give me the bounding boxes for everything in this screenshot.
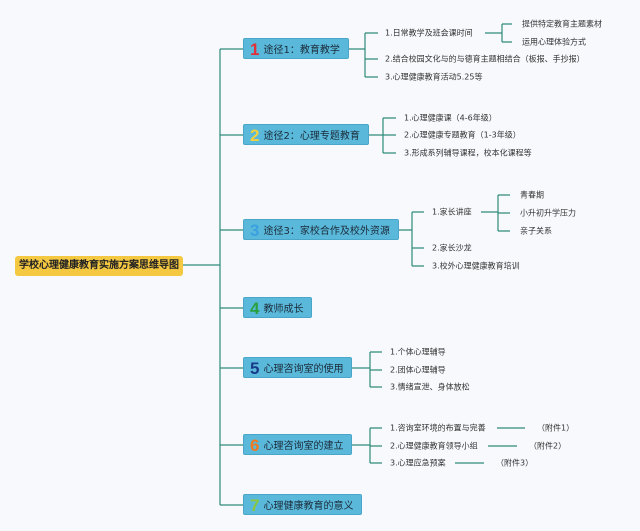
- branch-number: 5: [250, 359, 260, 378]
- branch-label: 途径3：家校合作及校外资源: [263, 226, 390, 237]
- leaf-node[interactable]: 1.心理健康课（4-6年级）: [404, 113, 497, 123]
- leaf-node[interactable]: 2.心理健康专题教育（1-3年级）: [404, 130, 521, 140]
- branch-label: 途径1：教育教学: [263, 45, 340, 56]
- branch-label: 心理咨询室的建立: [263, 441, 344, 452]
- branch-number: 6: [250, 436, 260, 455]
- leaf-node[interactable]: 1.日常教学及班会课时间: [385, 28, 473, 38]
- attachment-note[interactable]: （附件3）: [496, 458, 534, 468]
- leaf-node[interactable]: 青春期: [520, 190, 544, 200]
- leaf-node[interactable]: 1.咨询室环境的布置与完善: [390, 423, 486, 433]
- leaf-node[interactable]: 1.家长讲座: [432, 207, 472, 217]
- leaf-node[interactable]: 1.个体心理辅导: [390, 347, 446, 357]
- branch-label: 心理咨询室的使用: [263, 364, 344, 375]
- branch-label: 途径2：心理专题教育: [263, 131, 360, 142]
- leaf-node[interactable]: 3.心理应急预案: [390, 458, 446, 468]
- leaf-node[interactable]: 3.情绪宣泄、身体放松: [390, 382, 470, 392]
- leaf-node[interactable]: 小升初升学压力: [520, 208, 576, 218]
- leaf-node[interactable]: 3.心理健康教育活动5.25等: [385, 72, 483, 82]
- leaf-node[interactable]: 3.形成系列辅导课程，校本化课程等: [404, 148, 532, 158]
- branch-number: 2: [250, 126, 260, 145]
- leaf-node[interactable]: 2.家长沙龙: [432, 243, 472, 253]
- leaf-node[interactable]: 3.校外心理健康教育培训: [432, 261, 520, 271]
- branch-label: 教师成长: [263, 304, 304, 315]
- leaf-node[interactable]: 提供特定教育主题素材: [522, 19, 602, 29]
- branch-number: 1: [250, 40, 260, 59]
- leaf-node[interactable]: 2.心理健康教育领导小组: [390, 441, 478, 451]
- leaf-node[interactable]: 2.结合校园文化与的与德育主题相结合（板报、手抄报）: [385, 54, 585, 64]
- attachment-note[interactable]: （附件1）: [537, 423, 575, 433]
- branch-number: 4: [250, 299, 260, 318]
- branch-label: 心理健康教育的意义: [263, 501, 354, 512]
- leaf-node[interactable]: 运用心理体验方式: [522, 37, 586, 47]
- attachment-note[interactable]: （附件2）: [529, 441, 567, 451]
- leaf-node[interactable]: 2.团体心理辅导: [390, 365, 446, 375]
- branch-number: 3: [250, 221, 260, 240]
- leaf-node[interactable]: 亲子关系: [520, 226, 552, 236]
- root-node[interactable]: 学校心理健康教育实施方案思维导图: [15, 256, 183, 276]
- branch-number: 7: [250, 496, 260, 515]
